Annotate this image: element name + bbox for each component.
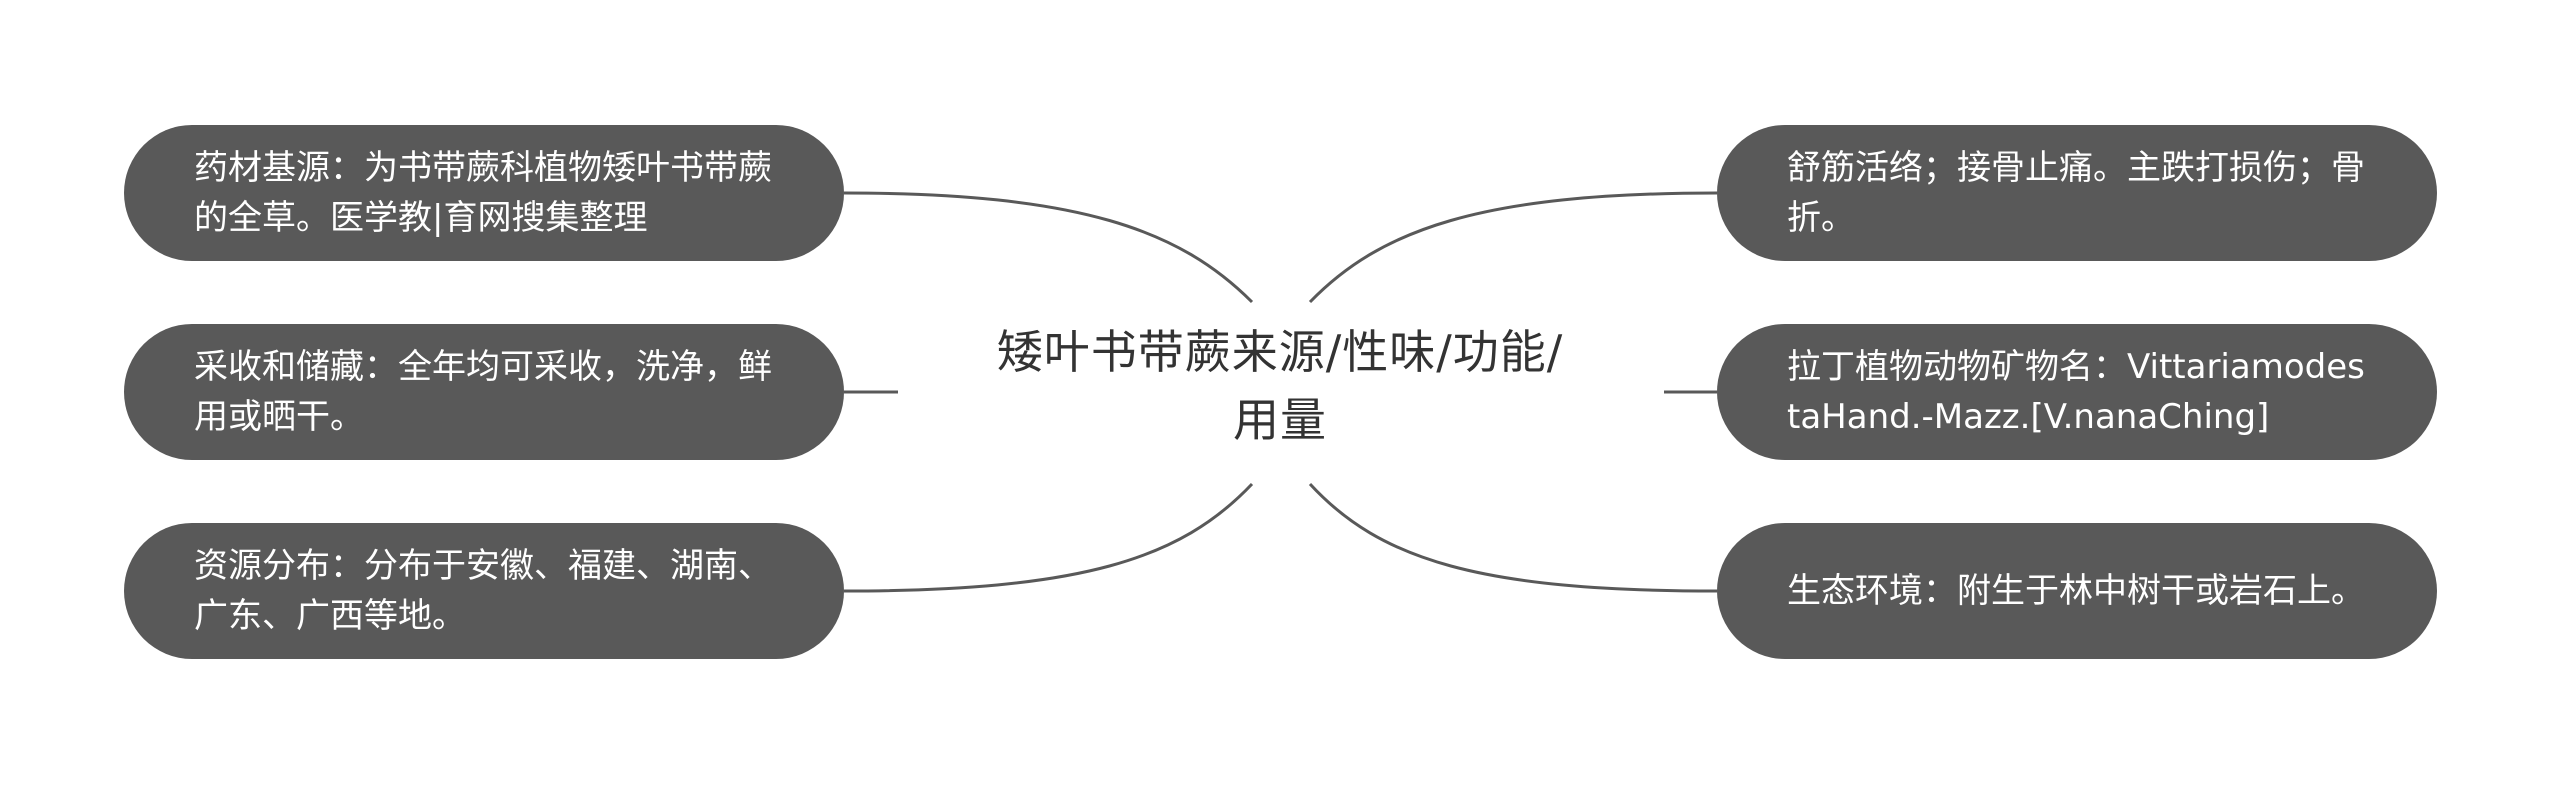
branch-node-text: 生态环境：附生于林中树干或岩石上。 (1787, 571, 2365, 611)
connector-left-1 (843, 191, 1254, 304)
branch-node-source: 药材基源：为书带蕨科植物矮叶书带蕨的全草。医学教|育网搜集整理 (124, 125, 844, 261)
branch-node-latin-name: 拉丁植物动物矿物名：VittariamodestaHand.-Mazz.[V.n… (1717, 324, 2437, 460)
branch-node-text: 药材基源：为书带蕨科植物矮叶书带蕨的全草。医学教|育网搜集整理 (194, 148, 772, 238)
branch-node-text: 拉丁植物动物矿物名：VittariamodestaHand.-Mazz.[V.n… (1787, 347, 2365, 437)
branch-node-text: 舒筋活络；接骨止痛。主跌打损伤；骨折。 (1787, 148, 2365, 238)
connector-left-3 (843, 482, 1254, 593)
center-topic: 矮叶书带蕨来源/性味/功能/用量 (996, 325, 1564, 447)
connector-right-3 (1308, 482, 1718, 593)
connector-right-1 (1308, 191, 1718, 304)
branch-node-distribution: 资源分布：分布于安徽、福建、湖南、广东、广西等地。 (124, 523, 844, 659)
branch-node-text: 采收和储藏：全年均可采收，洗净，鲜用或晒干。 (194, 347, 772, 437)
branch-node-harvest: 采收和储藏：全年均可采收，洗净，鲜用或晒干。 (124, 324, 844, 460)
branch-node-text: 资源分布：分布于安徽、福建、湖南、广东、广西等地。 (194, 546, 772, 636)
branch-node-function: 舒筋活络；接骨止痛。主跌打损伤；骨折。 (1717, 125, 2437, 261)
branch-node-habitat: 生态环境：附生于林中树干或岩石上。 (1717, 523, 2437, 659)
